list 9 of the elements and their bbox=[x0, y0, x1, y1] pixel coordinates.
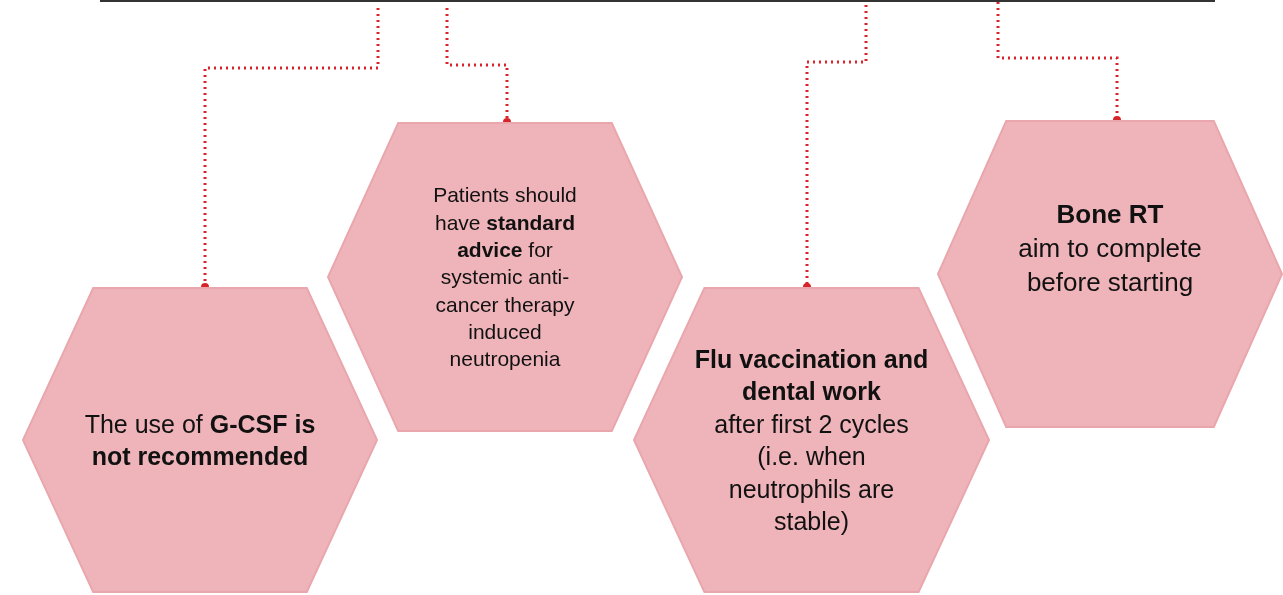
node-text: after first 2 cycles (i.e. when neutrophils are stable) bbox=[713, 408, 910, 537]
hexagon bbox=[327, 122, 683, 432]
node-text: Patients should have standard advice for systemic anti-cancer therapy induced neutropenia bbox=[432, 182, 578, 373]
node-text: Bone RT bbox=[1056, 198, 1164, 232]
hexagon bbox=[937, 120, 1283, 428]
hexagon bbox=[633, 287, 990, 593]
hexagon bbox=[22, 287, 378, 593]
node-text: aim to complete before starting bbox=[1017, 232, 1203, 299]
node-text: The use of G-CSF is not recommended bbox=[84, 408, 316, 472]
